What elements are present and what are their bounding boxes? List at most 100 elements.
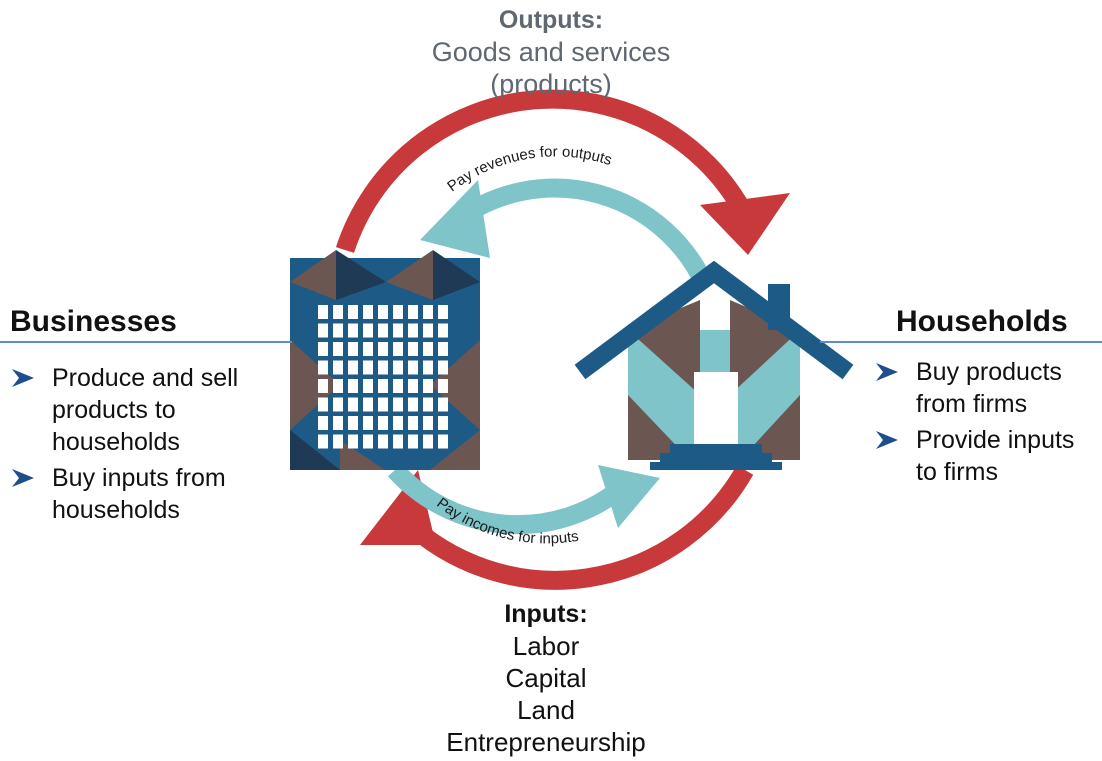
building-window <box>378 305 388 319</box>
inputs-label: Inputs: Labor Capital Land Entrepreneurs… <box>386 598 706 758</box>
building-window <box>393 434 403 449</box>
building-window <box>423 360 433 375</box>
outputs-line-2: (products) <box>490 69 612 99</box>
bullet-arrow-icon <box>12 369 34 387</box>
households-bullet: Buy products from firms <box>874 356 1100 420</box>
inner-teal-arrowhead-top <box>420 180 490 258</box>
building-window <box>363 416 373 430</box>
building-window <box>363 434 373 449</box>
building-window <box>378 360 388 375</box>
building-window <box>438 342 448 356</box>
outputs-heading: Outputs: <box>498 6 604 34</box>
building-window <box>423 434 433 449</box>
building-window <box>333 323 343 338</box>
building-window <box>333 342 343 356</box>
building-window <box>393 305 403 319</box>
households-bullet: Provide inputs to firms <box>874 424 1100 488</box>
building-window <box>393 323 403 338</box>
inputs-item-labor: Labor <box>512 631 580 661</box>
building-window <box>438 434 448 449</box>
inputs-item-land: Land <box>517 695 575 725</box>
businesses-rule <box>0 341 292 343</box>
building-window <box>363 379 373 393</box>
building-window <box>348 342 358 356</box>
building-window <box>423 342 433 356</box>
building-window <box>438 360 448 375</box>
building-window <box>408 416 418 430</box>
building-window <box>378 342 388 356</box>
bullet-arrow-icon <box>876 431 898 449</box>
building-window <box>348 416 358 430</box>
inputs-item-capital: Capital <box>505 663 587 693</box>
building-window <box>363 397 373 412</box>
building-window <box>378 397 388 412</box>
households-rule <box>820 341 1102 343</box>
bullet-arrow-icon <box>12 469 34 487</box>
building-window <box>408 323 418 338</box>
building-window <box>378 416 388 430</box>
building-window <box>333 397 343 412</box>
outer-red-arrowhead-top <box>700 193 790 255</box>
building-window <box>363 360 373 375</box>
building-window <box>423 323 433 338</box>
building-window <box>408 434 418 449</box>
building-window <box>363 305 373 319</box>
building-window <box>378 379 388 393</box>
building-window <box>318 360 328 375</box>
building-window <box>333 360 343 375</box>
building-window <box>393 397 403 412</box>
building-window <box>408 360 418 375</box>
building-window <box>423 397 433 412</box>
building-window <box>348 305 358 319</box>
building-window <box>423 305 433 319</box>
households-bullet-text: Provide inputs to firms <box>916 426 1075 486</box>
inner-teal-arrow-top <box>454 178 714 289</box>
building-window <box>348 379 358 393</box>
building-window <box>318 397 328 412</box>
building-window <box>438 416 448 430</box>
businesses-bullet: Buy inputs from households <box>10 462 280 526</box>
building-window <box>318 342 328 356</box>
office-building-icon <box>290 250 480 470</box>
building-window <box>318 323 328 338</box>
inputs-item-entrepreneurship: Entrepreneurship <box>446 727 646 757</box>
house-icon <box>574 260 854 470</box>
building-window <box>318 379 328 393</box>
building-window <box>348 397 358 412</box>
building-window <box>438 379 448 393</box>
building-window <box>408 379 418 393</box>
building-window <box>348 434 358 449</box>
building-window <box>423 379 433 393</box>
building-window <box>393 416 403 430</box>
building-window <box>363 342 373 356</box>
building-window <box>318 434 328 449</box>
bullet-arrow-icon <box>876 363 898 381</box>
building-window <box>348 360 358 375</box>
building-window <box>393 342 403 356</box>
building-window <box>363 323 373 338</box>
building-window <box>393 379 403 393</box>
building-window <box>393 360 403 375</box>
building-window <box>408 397 418 412</box>
building-window <box>438 397 448 412</box>
businesses-bullet-text: Produce and sell products to households <box>52 364 239 456</box>
outer-red-arrow-top <box>335 89 754 253</box>
businesses-bullet-text: Buy inputs from households <box>52 464 226 524</box>
inputs-heading: Inputs: <box>504 600 588 628</box>
inner-teal-arrowhead-bottom <box>598 465 660 528</box>
outputs-label: Outputs: Goods and services (products) <box>381 4 721 100</box>
building-window <box>318 305 328 319</box>
households-title: Households <box>896 305 1068 338</box>
building-window <box>318 416 328 430</box>
households-bullet-list: Buy products from firms Provide inputs t… <box>874 356 1100 492</box>
building-window <box>438 323 448 338</box>
building-window <box>408 342 418 356</box>
outputs-line-1: Goods and services <box>431 37 671 67</box>
building-window <box>333 434 343 449</box>
building-window <box>423 416 433 430</box>
inner-teal-arrow-bottom <box>387 463 632 535</box>
businesses-title: Businesses <box>10 305 177 338</box>
building-window <box>408 305 418 319</box>
building-window <box>348 323 358 338</box>
